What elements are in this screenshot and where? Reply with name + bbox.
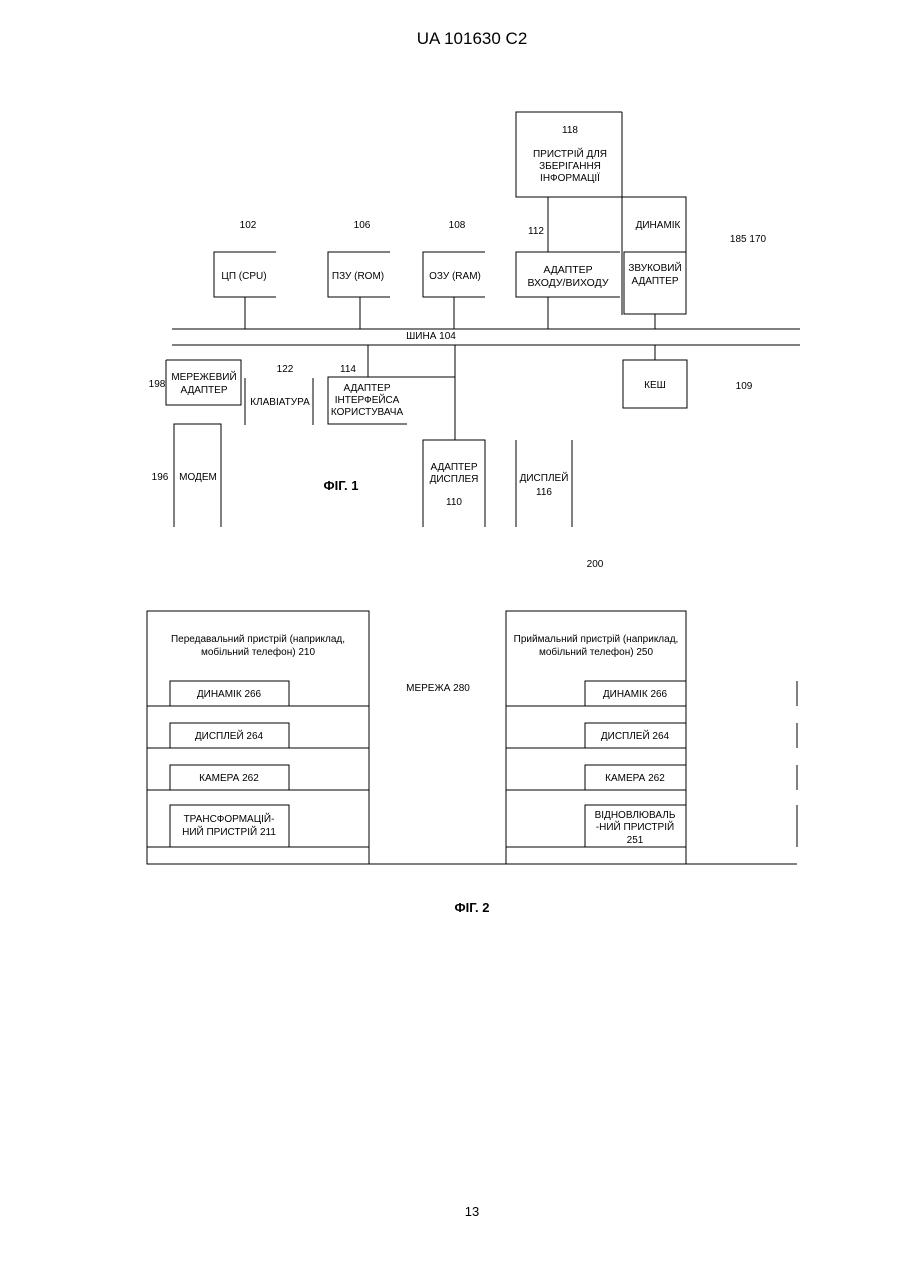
bus-label: ШИНА 104 [406, 331, 456, 342]
sound-adapter-block: ЗВУКОВИЙ АДАПТЕР [624, 252, 686, 314]
receiver-restore-line3: 251 [627, 835, 644, 846]
ref-102: 102 [240, 220, 257, 231]
system-bus: ШИНА 104 [172, 329, 800, 345]
receiver-device: Приймальний пристрій (наприклад, мобільн… [506, 611, 686, 864]
ref-108: 108 [449, 220, 466, 231]
sender-display-label: ДИСПЛЕЙ 264 [195, 729, 264, 742]
ui-adapter-line3: КОРИСТУВАЧА [331, 407, 404, 418]
ram-label: ОЗУ (RAM) [429, 271, 481, 282]
storage-label-line3: ІНФОРМАЦІЇ [540, 172, 600, 184]
cache-label: КЕШ [644, 380, 666, 391]
ref-114: 114 [340, 364, 356, 375]
ref-200: 200 [587, 559, 604, 570]
rom-label: ПЗУ (ROM) [332, 271, 384, 282]
sender-title-line1: Передавальний пристрій (наприклад, [171, 634, 345, 645]
display-adapter-block: АДАПТЕР ДИСПЛЕЯ 110 [423, 440, 485, 527]
sender-title-line2: мобільний телефон) 210 [201, 646, 316, 658]
cache-block: КЕШ [623, 360, 687, 408]
network-adapter-line1: МЕРЕЖЕВИЙ [171, 370, 236, 383]
storage-label-line2: ЗБЕРІГАННЯ [539, 161, 601, 172]
receiver-display-label: ДИСПЛЕЙ 264 [601, 729, 670, 742]
ref-116: 116 [536, 487, 552, 498]
receiver-title-line2: мобільний телефон) 250 [539, 646, 654, 658]
sender-device: Передавальний пристрій (наприклад, мобіл… [147, 611, 369, 864]
figure-1: 118 ПРИСТРІЙ ДЛЯ ЗБЕРІГАННЯ ІНФОРМАЦІЇ Д… [149, 112, 800, 527]
display-adapter-line1: АДАПТЕР [431, 462, 478, 473]
ref-196: 196 [152, 472, 169, 483]
io-adapter-line1: АДАПТЕР [543, 264, 592, 276]
speaker-block: ДИНАМІК [622, 197, 686, 252]
receiver-camera-label: КАМЕРА 262 [605, 773, 665, 784]
storage-label-line1: ПРИСТРІЙ ДЛЯ [533, 147, 607, 160]
modem-block: 196 МОДЕМ [152, 424, 221, 527]
ui-adapter-line1: АДАПТЕР [344, 383, 391, 394]
keyboard-block: КЛАВІАТУРА [245, 378, 313, 425]
io-adapter-block: АДАПТЕР ВХОДУ/ВИХОДУ [516, 252, 620, 297]
speaker-label: ДИНАМІК [636, 220, 681, 231]
ref-118: 118 [562, 125, 578, 136]
sender-speaker-label: ДИНАМІК 266 [197, 689, 262, 700]
page-number: 13 [465, 1204, 479, 1219]
ref-109: 109 [736, 381, 753, 392]
modem-label: МОДЕМ [179, 472, 217, 483]
network-adapter-line2: АДАПТЕР [181, 385, 228, 396]
ram-block: ОЗУ (RAM) [423, 252, 485, 297]
display-block: ДИСПЛЕЙ 116 [516, 440, 572, 527]
keyboard-label: КЛАВІАТУРА [250, 397, 310, 408]
ui-adapter-line2: ІНТЕРФЕЙСА [335, 393, 400, 406]
figure-2-caption: ФІГ. 2 [455, 900, 490, 915]
sender-transform-line1: ТРАНСФОРМАЦІЙ- [184, 812, 275, 825]
ref-110: 110 [446, 497, 462, 508]
figure-2: 200 Передавальний пристрій (наприклад, м… [147, 559, 797, 915]
cpu-block: ЦП (CPU) [214, 252, 276, 297]
ref-198: 198 [149, 379, 166, 390]
sound-adapter-line2: АДАПТЕР [632, 276, 679, 287]
ref-106: 106 [354, 220, 371, 231]
ref-112: 112 [528, 226, 544, 237]
io-adapter-line2: ВХОДУ/ВИХОДУ [528, 277, 609, 289]
user-interface-adapter-block: АДАПТЕР ІНТЕРФЕЙСА КОРИСТУВАЧА [328, 377, 455, 424]
sender-transform-line2: НИЙ ПРИСТРІЙ 211 [182, 825, 276, 838]
receiver-restore-line2: -НИЙ ПРИСТРІЙ [596, 820, 674, 833]
cpu-label: ЦП (CPU) [221, 271, 266, 282]
ref-185-170: 185 170 [730, 234, 767, 245]
network-label: МЕРЕЖА 280 [406, 683, 470, 694]
figure-1-caption: ФІГ. 1 [324, 478, 359, 493]
rom-block: ПЗУ (ROM) [328, 252, 390, 297]
display-label: ДИСПЛЕЙ [520, 471, 569, 484]
receiver-restore-line1: ВІДНОВЛЮВАЛЬ [595, 810, 676, 821]
patent-header: UA 101630 C2 [417, 29, 528, 48]
sender-camera-label: КАМЕРА 262 [199, 773, 259, 784]
receiver-title-line1: Приймальний пристрій (наприклад, [514, 634, 679, 645]
ref-122: 122 [277, 364, 294, 375]
display-adapter-line2: ДИСПЛЕЯ [430, 474, 479, 485]
receiver-speaker-label: ДИНАМІК 266 [603, 689, 668, 700]
network-adapter-block: МЕРЕЖЕВИЙ АДАПТЕР [166, 360, 241, 405]
sound-adapter-line1: ЗВУКОВИЙ [628, 261, 681, 274]
